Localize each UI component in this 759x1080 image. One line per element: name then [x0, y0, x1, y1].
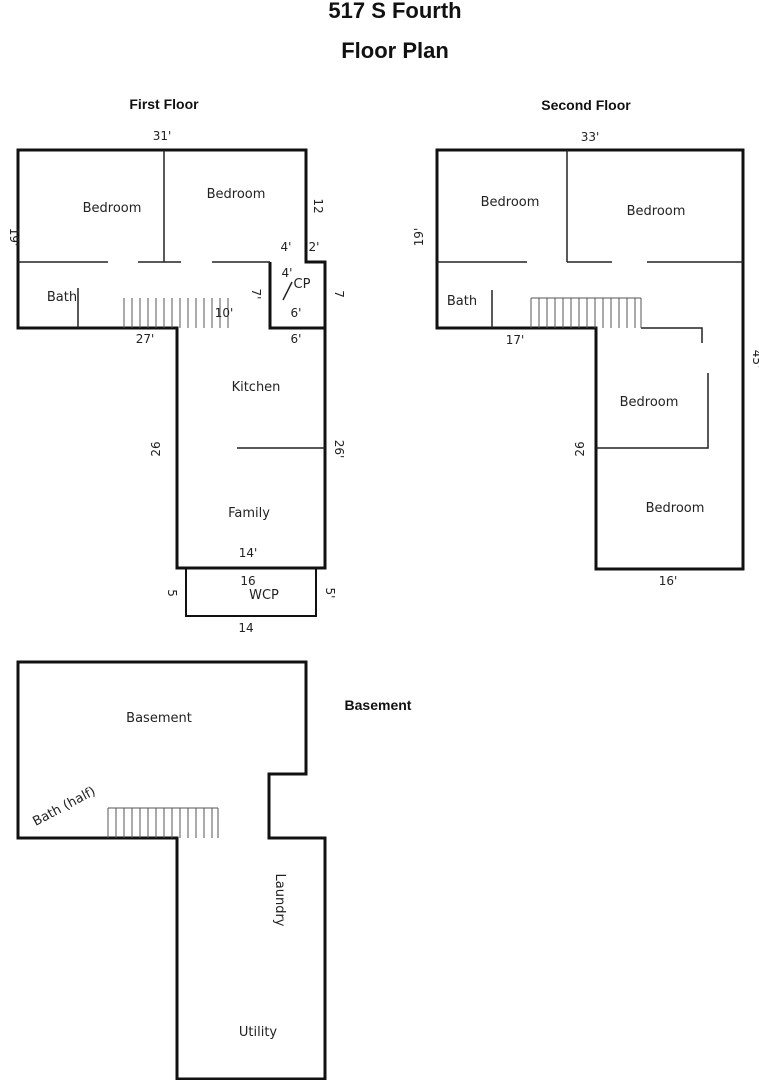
second-floor-bedroom-mid-wall — [596, 373, 709, 449]
first-floor-dim-wcp-right: 5' — [323, 588, 337, 599]
first-floor-dim-wcp-bottom: 14 — [238, 621, 253, 635]
first-floor-dim-closet-6-in: 6' — [291, 306, 302, 320]
first-floor-dim-closet-2: 2' — [309, 240, 320, 254]
first-floor-dim-closet-4-in: 4' — [282, 266, 293, 280]
first-floor-dim-kitchen-right: 26' — [332, 440, 346, 459]
first-floor-bath-label: Bath — [47, 290, 77, 305]
first-floor-wcp-label: WCP — [249, 588, 279, 603]
second-floor-hall-wall — [641, 327, 703, 343]
first-floor-cp-label: CP — [294, 277, 311, 292]
basement-stairs — [107, 807, 219, 838]
first-floor-dim-bottom-left: 27' — [136, 332, 155, 346]
second-floor-dim-bottom-left: 17' — [506, 333, 525, 347]
first-floor-wcp-porch — [185, 568, 317, 617]
first-floor-bedroom-right-label: Bedroom — [207, 187, 266, 202]
first-floor-dim-kitchen-left: 26 — [149, 441, 163, 456]
first-floor-dim-left: 19' — [7, 228, 21, 247]
first-floor-cp-door — [282, 281, 293, 301]
basement-heading: Basement — [345, 697, 412, 713]
second-floor-dim-top: 33' — [581, 130, 600, 144]
second-floor-dim-lower-left: 26 — [573, 441, 587, 456]
first-floor-plan: First Floor — [7, 96, 346, 635]
basement-label: Basement — [126, 711, 192, 726]
plan-title-line2: Floor Plan — [341, 38, 449, 63]
second-floor-heading: Second Floor — [541, 97, 631, 113]
first-floor-dim-closet-7-out: 7 — [332, 290, 346, 298]
first-floor-dim-family-bottom: 14' — [239, 546, 258, 560]
first-floor-outline — [16, 148, 327, 570]
first-floor-kitchen-label: Kitchen — [232, 380, 281, 395]
first-floor-dim-stair-10: 10' — [215, 306, 234, 320]
basement-bath-half-label: Bath (half) — [30, 784, 98, 830]
second-floor-outline — [435, 148, 745, 571]
basement-plan: Basement Basement Bath (half) Laundry Ut… — [16, 660, 412, 1080]
first-floor-dim-right-upper: 12 — [311, 198, 325, 213]
second-floor-bedroom-low-label: Bedroom — [646, 501, 705, 516]
first-floor-cp-closet — [268, 262, 325, 330]
first-floor-heading: First Floor — [129, 96, 199, 112]
second-floor-dim-right: 45' — [750, 350, 759, 369]
basement-utility-label: Utility — [239, 1025, 278, 1040]
second-floor-bedroom-left-label: Bedroom — [481, 195, 540, 210]
second-floor-plan: Second Floor Bedroom Bedroom — [412, 97, 759, 588]
second-floor-dim-left: 19' — [412, 228, 426, 247]
second-floor-bedroom-right-label: Bedroom — [627, 204, 686, 219]
first-floor-dim-wcp-left: 5 — [165, 589, 179, 597]
plan-title-line1: 517 S Fourth — [328, 0, 461, 23]
second-floor-stairs — [530, 297, 642, 328]
first-floor-bedroom-left-label: Bedroom — [83, 201, 142, 216]
first-floor-stairs — [123, 298, 229, 328]
first-floor-dim-closet-4-top: 4' — [281, 240, 292, 254]
first-floor-dim-wcp-top: 16 — [240, 574, 255, 588]
first-floor-dim-bottom-6: 6' — [291, 332, 302, 346]
basement-laundry-label: Laundry — [272, 874, 287, 927]
second-floor-dim-bottom: 16' — [659, 574, 678, 588]
first-floor-dim-closet-7-in: 7' — [249, 289, 263, 300]
first-floor-family-label: Family — [228, 506, 270, 521]
second-floor-bath-label: Bath — [447, 294, 477, 309]
first-floor-dim-top: 31' — [153, 129, 172, 143]
second-floor-bedroom-mid-label: Bedroom — [620, 395, 679, 410]
